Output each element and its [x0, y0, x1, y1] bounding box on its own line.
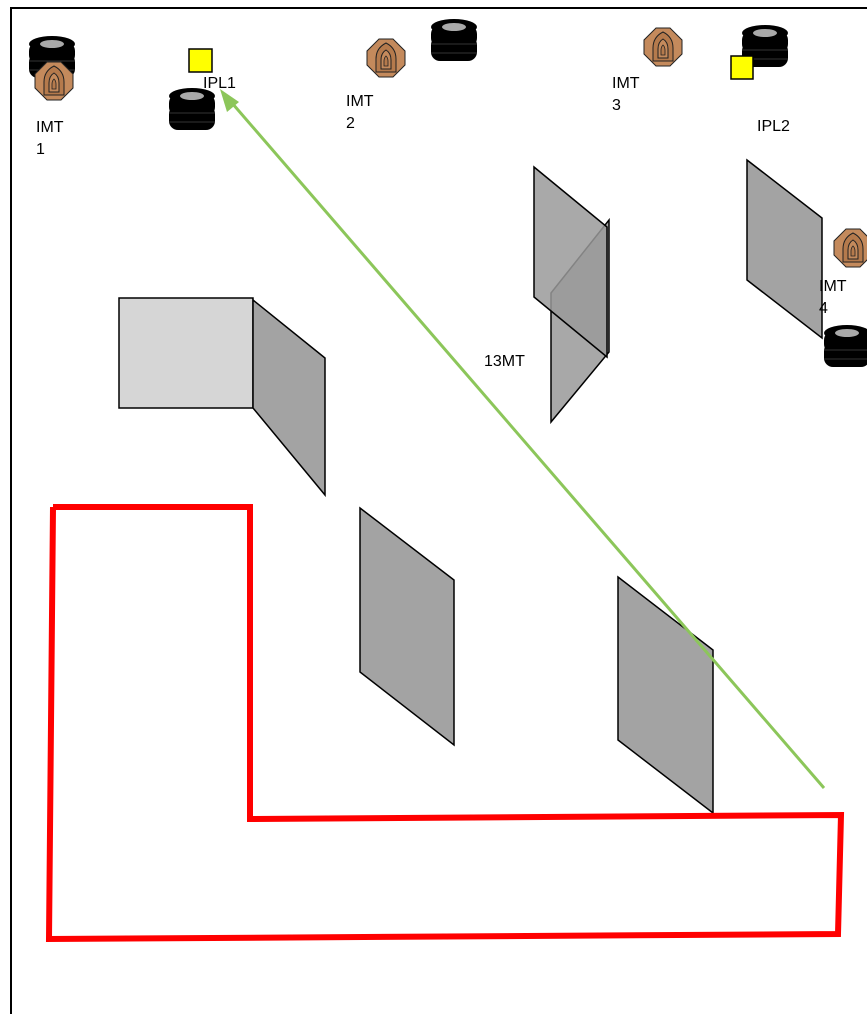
sight-line: [230, 102, 826, 789]
wall-block-side: [252, 298, 326, 498]
target-icon: [34, 61, 74, 101]
label-imt2-line1: IMT: [346, 93, 374, 110]
barrel-icon: [823, 324, 867, 368]
target-icon: [366, 38, 406, 78]
start-box-icon: [730, 55, 754, 80]
label-imt2-line2: 2: [346, 115, 355, 132]
barrel-icon: [430, 18, 478, 62]
label-imt3-line2: 3: [612, 97, 621, 114]
label-imt4-line1: IMT: [819, 278, 847, 295]
label-imt3-line1: IMT: [612, 75, 640, 92]
wall-panel-mid-low: [359, 506, 455, 747]
start-box-icon: [188, 48, 213, 73]
wall-panel-center-front: [533, 165, 608, 359]
label-distance: 13MT: [484, 353, 525, 370]
wall-panel-right-low: [617, 575, 714, 815]
barrel-icon: [168, 87, 216, 131]
label-imt4-line2: 4: [819, 300, 828, 317]
label-imt1-line1: IMT: [36, 119, 64, 136]
wall-panel-right: [746, 158, 823, 340]
wall-block-front: [118, 297, 254, 409]
label-imt1-line2: 1: [36, 141, 45, 158]
label-ipl1: IPL1: [203, 75, 236, 92]
shooting-area-boundary: [45, 504, 845, 943]
label-ipl2: IPL2: [757, 118, 790, 135]
target-icon: [643, 27, 683, 67]
arrowhead-icon: [220, 89, 239, 112]
target-icon: [833, 228, 867, 268]
